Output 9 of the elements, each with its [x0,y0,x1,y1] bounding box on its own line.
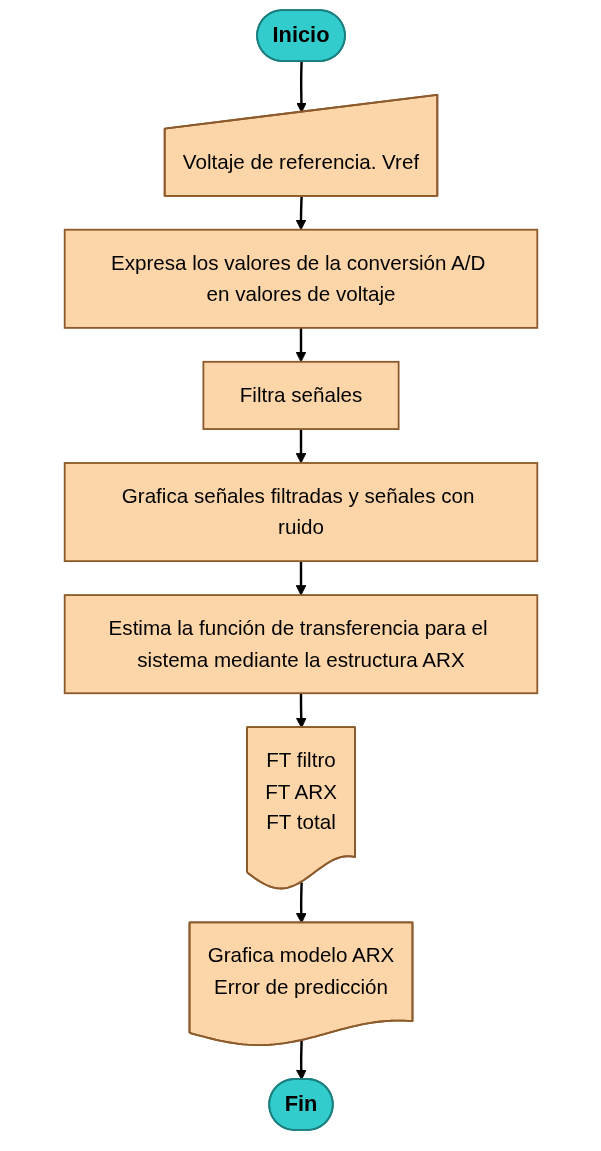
node-box: Estima la función de transferencia para el sistema mediante la estructura ARX [63,594,538,695]
node-box: Expresa los valores de la conversión A/D en valores de voltaje [63,228,538,329]
node-box: Filtra señales [201,360,400,430]
arrow [295,1040,307,1081]
arrow [295,196,306,231]
arrow [295,327,306,363]
node-box: Grafica señales filtradas y señales con ruido [63,462,538,563]
arrow [295,561,306,596]
arrow [295,429,306,464]
